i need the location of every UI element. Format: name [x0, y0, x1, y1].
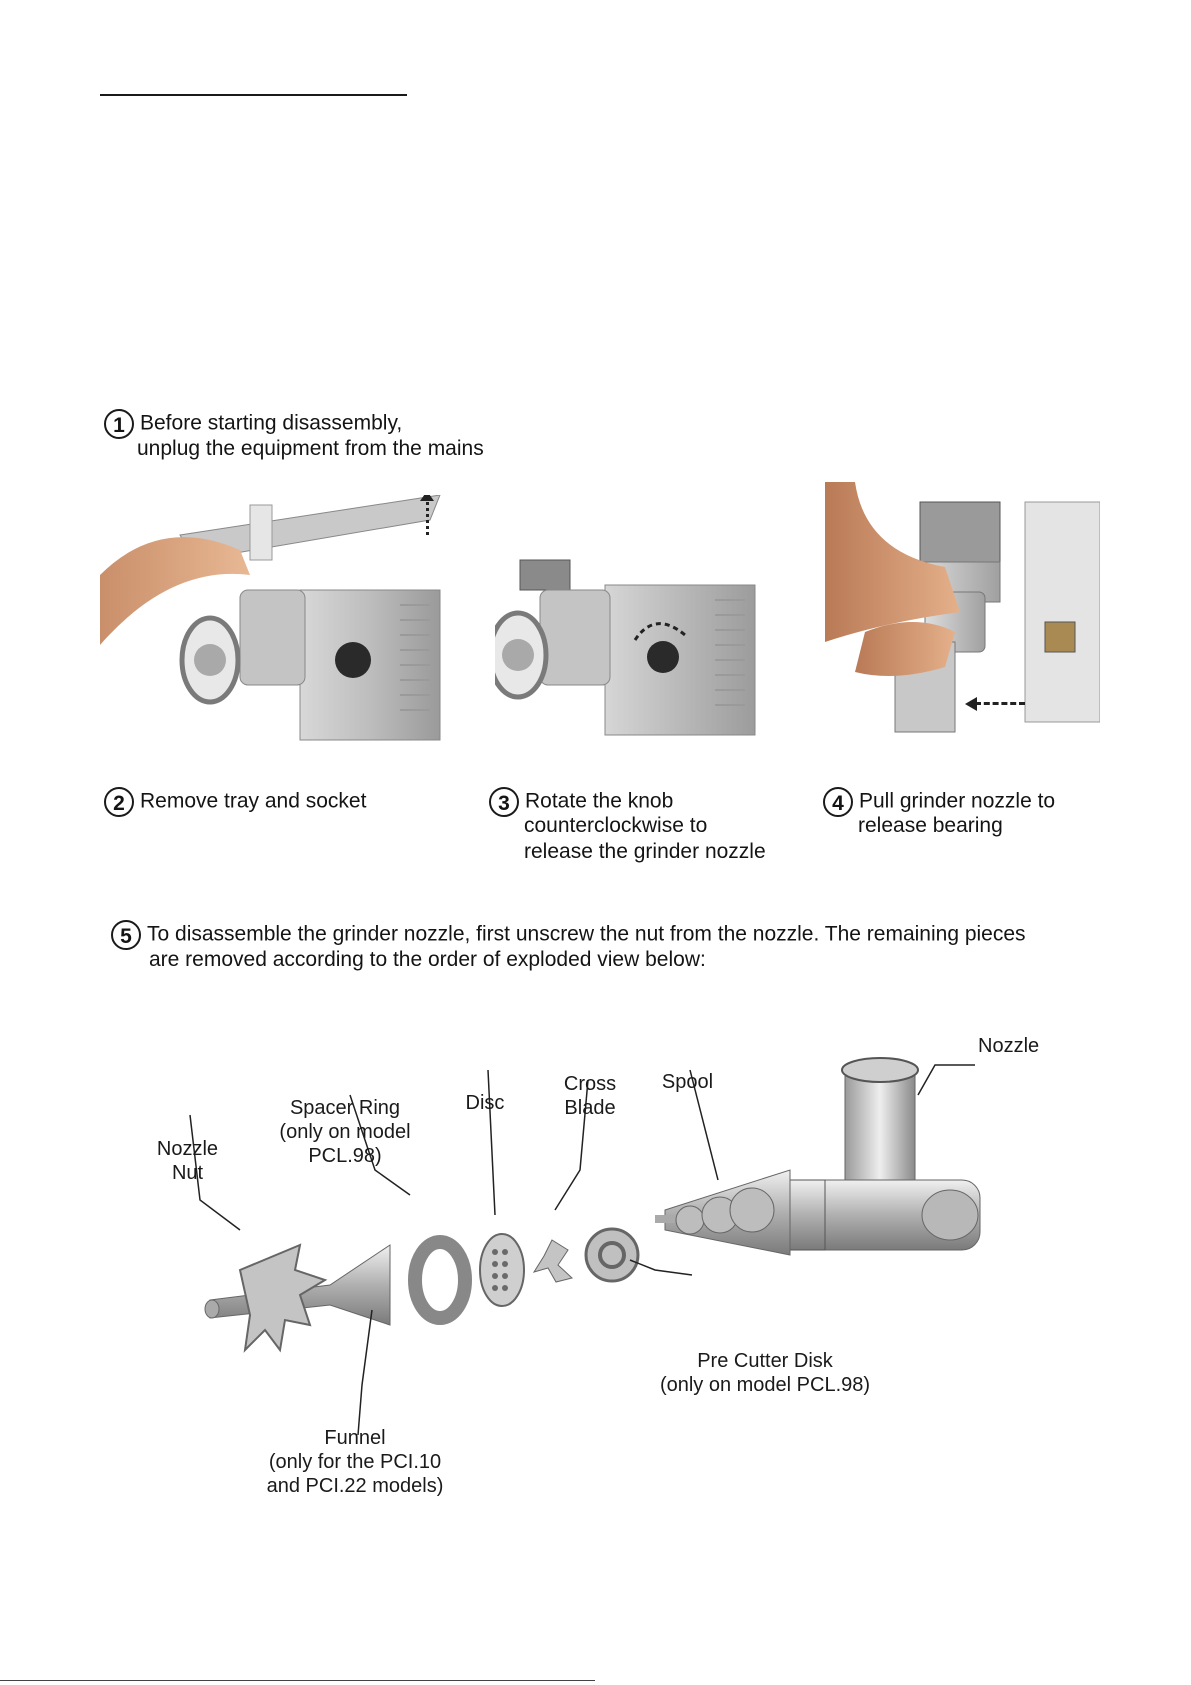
step-4-number: 4 [823, 787, 853, 817]
step-1-number: 1 [104, 409, 134, 439]
pre-cutter-disk-part [584, 1227, 640, 1283]
step-4-line-2: release bearing [858, 814, 1003, 837]
arrow-up-dotted [426, 495, 431, 535]
grinder-photo-3 [825, 482, 1100, 733]
label-funnel-line-1: Funnel [324, 1427, 386, 1449]
nozzle-body-part [774, 1057, 981, 1251]
step-5-line-1: To disassemble the grinder nozzle, first… [147, 922, 1026, 946]
photo-rotate-knob [495, 555, 775, 755]
grinder-photo-1 [100, 495, 441, 741]
step-2-number: 2 [104, 787, 134, 817]
step-3-line-3: release the grinder nozzle [524, 840, 766, 863]
label-cross-blade-line-2: Blade [564, 1097, 616, 1119]
label-nozzle-nut-line-1: Nozzle [156, 1138, 219, 1160]
label-funnel-line-2: (only for the PCI.10 [268, 1451, 442, 1473]
step-5-number: 5 [111, 920, 141, 950]
label-funnel-line-3: and PCI.22 models) [266, 1475, 444, 1497]
step-3-number: 3 [489, 787, 519, 817]
label-spacer-ring-line-1: Spacer Ring [289, 1097, 401, 1119]
step-5-line-2: are removed according to the order of ex… [149, 948, 706, 971]
step-4-line-1: Pull grinder nozzle to [859, 789, 1056, 813]
leader-lines [189, 1064, 975, 1436]
step-2-line-1: Remove tray and socket [140, 789, 367, 813]
step-3-line-1: Rotate the knob [525, 789, 674, 813]
step-1-line-2: unplug the equipment from the mains [137, 437, 484, 460]
spool-part [655, 1169, 791, 1256]
label-nozzle-nut-line-2: Nut [171, 1162, 204, 1184]
label-disc: Disc [465, 1092, 505, 1114]
label-spacer-ring-line-3: PCL.98) [308, 1145, 382, 1167]
step-1-line-1: Before starting disassembly, [140, 411, 403, 435]
label-spool: Spool [661, 1071, 714, 1093]
label-spacer-ring-line-2: (only on model [279, 1121, 411, 1143]
photo-pull-nozzle [825, 482, 1100, 757]
spacer-ring-part [408, 1235, 472, 1325]
grinder-photo-2 [495, 559, 756, 736]
cross-blade-part [532, 1239, 574, 1283]
exploded-view-diagram [189, 1057, 981, 1436]
footer-rule [0, 1680, 595, 1681]
arrow-left-dashed [975, 702, 1025, 707]
disc-part [479, 1233, 525, 1307]
photo-remove-tray [100, 495, 450, 760]
step-3-line-2: counterclockwise to [524, 814, 708, 837]
label-cross-blade-line-1: Cross [563, 1073, 617, 1095]
nozzle-nut-part [238, 1243, 328, 1353]
label-nozzle: Nozzle [978, 1035, 1040, 1057]
header-rule [100, 94, 407, 96]
label-pre-cutter-line-1: Pre Cutter Disk [697, 1350, 833, 1372]
arrow-left-head [965, 697, 977, 711]
label-pre-cutter-line-2: (only on model PCL.98) [659, 1374, 871, 1396]
arrow-up-head [420, 495, 434, 501]
